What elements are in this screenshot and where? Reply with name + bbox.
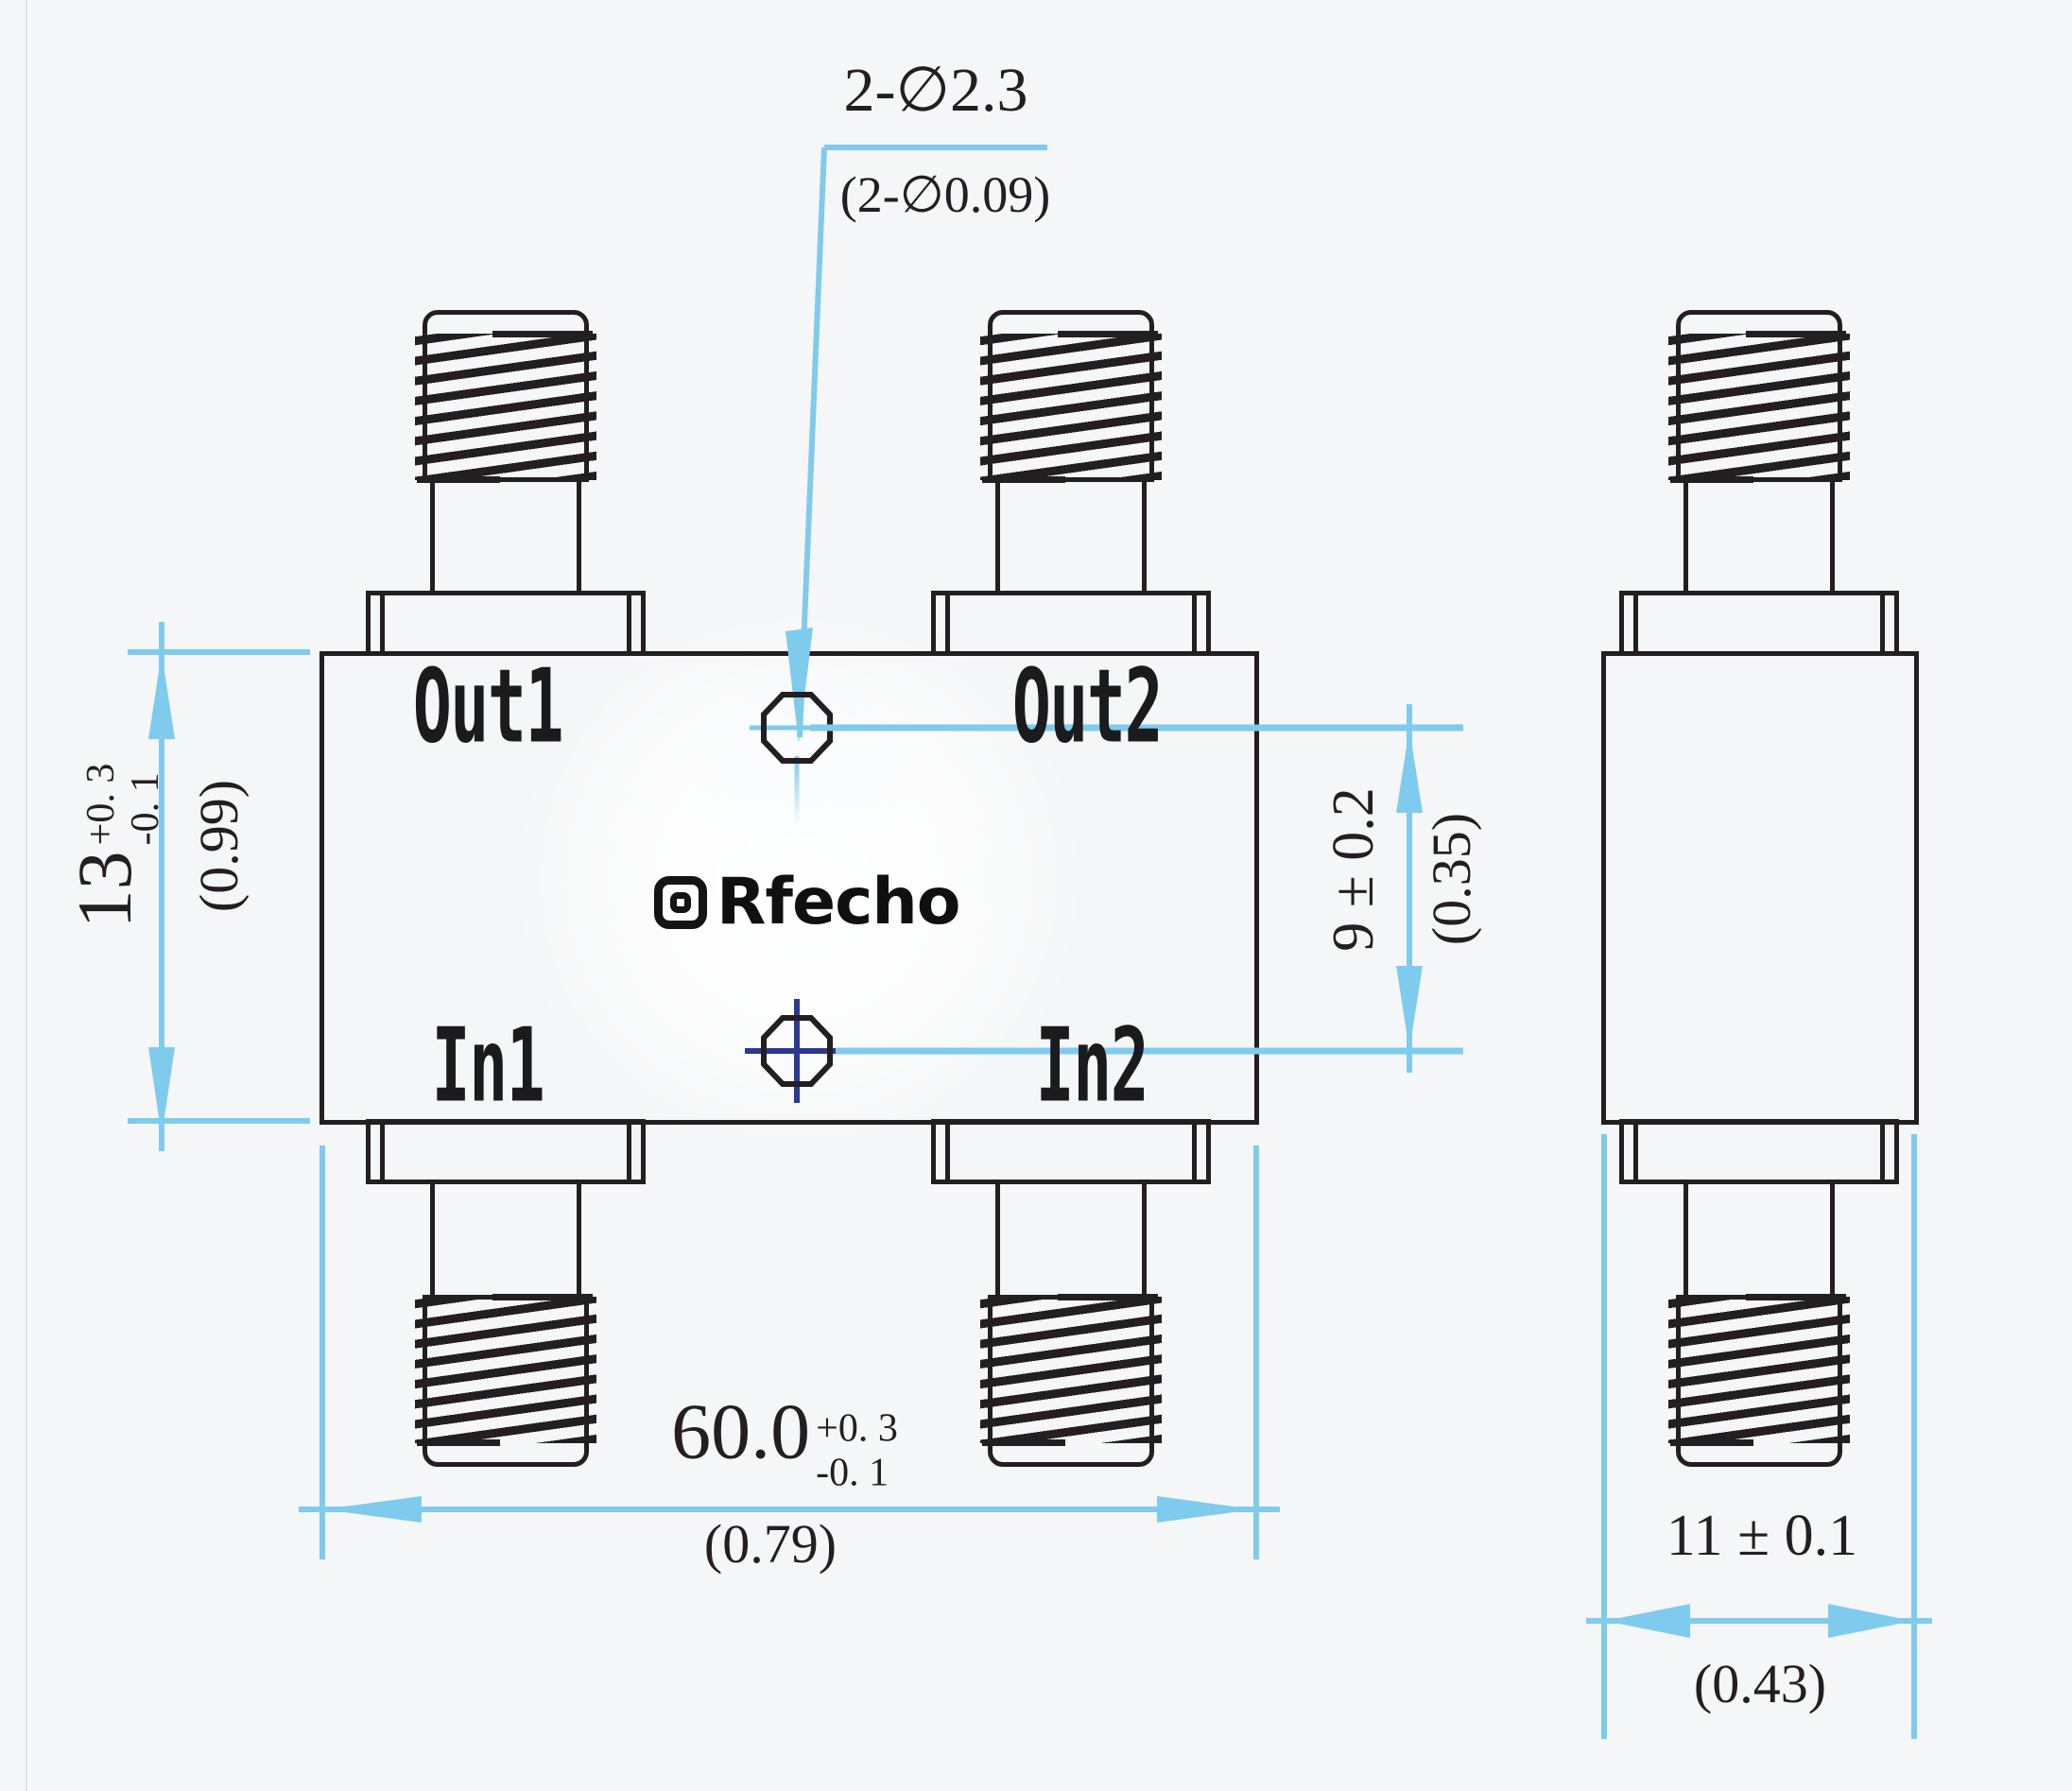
dim-height-value: 13 [60,851,147,929]
dim-width-value: 60.0 [671,1387,811,1476]
connector-threads [1668,1294,1850,1446]
dim-height-tol-minus: -0. 1 [124,772,167,846]
dim-hole-spacing-inch: (0.35) [1421,812,1482,946]
connector-neck [995,480,1147,594]
holes-note-inch: (2-∅0.09) [839,166,1051,223]
connector-in2 [931,1119,1211,1467]
watermark-brand-text: Rfecho [717,865,960,939]
connector-threads [415,331,596,483]
connector-threads [1668,331,1850,483]
side-connector-bottom [1619,1119,1899,1467]
dim-height-inch: (0.99) [188,779,250,913]
dim-height-text: 13 +0. 3-0. 1 [61,763,168,929]
connector-neck [995,1182,1147,1297]
dim-width-tol-plus: +0. 3 [816,1406,898,1451]
connector-out1 [366,310,646,656]
port-label-in2: In2 [1035,1006,1149,1126]
holes-note-mm: 2-∅2.3 [843,56,1028,125]
port-label-out1: Out1 [412,646,564,766]
top-hole [750,692,833,824]
dim-width-tol-minus: -0. 1 [816,1451,889,1495]
dim-width [299,1145,1280,1559]
port-label-out2: Out2 [1011,646,1164,766]
holes-leader [786,145,1047,743]
dim-height [128,622,310,1151]
connector-neck [1684,1182,1835,1297]
dim-height-tol-plus: +0. 3 [78,763,123,846]
connector-threads [980,1294,1162,1446]
dim-depth-inch: (0.43) [1693,1653,1827,1714]
side-view-body [1601,651,1919,1125]
bottom-hole [745,999,849,1103]
dim-width-text: 60.0+0. 3-0. 1 [671,1392,898,1495]
connector-out2 [931,310,1211,656]
rfecho-logo-icon [654,876,707,929]
port-label-in1: In1 [431,1006,545,1126]
connector-threads [980,331,1162,483]
page-edge-line [26,0,27,1791]
dim-hole-spacing [810,704,1463,1073]
dim-width-inch: (0.79) [703,1513,837,1575]
connector-neck [430,480,581,594]
connector-threads [415,1294,596,1446]
connector-neck [430,1182,581,1297]
connector-neck [1684,480,1835,594]
dim-depth [1586,1134,1932,1739]
connector-in1 [366,1119,646,1467]
dim-hole-spacing-value: 9 ± 0.2 [1321,787,1386,952]
watermark: Rfecho [654,870,960,935]
dim-depth-value: 11 ± 0.1 [1666,1504,1858,1568]
